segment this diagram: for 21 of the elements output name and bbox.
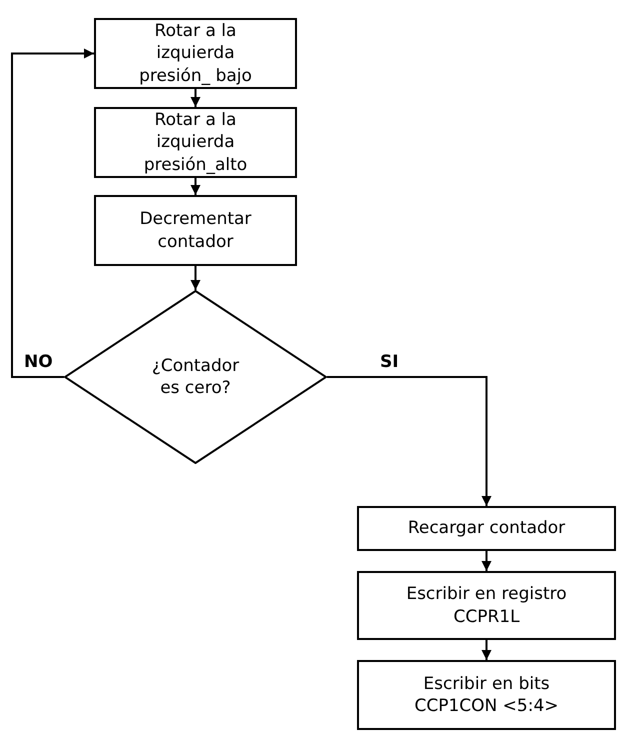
node-text: ¿Contador es cero?: [150, 354, 240, 400]
node-text: Escribir en bits CCP1CON <5:4>: [413, 672, 560, 718]
arrow: [482, 551, 492, 571]
node-text: Decrementar contador: [138, 208, 252, 253]
process-box: [357, 571, 616, 640]
arrow: [327, 376, 492, 506]
process-box: [357, 506, 616, 551]
node-text: Rotar a la izquierda presión_alto: [142, 109, 248, 176]
arrow: [190, 89, 200, 107]
node-text: Rotar a la izquierda presión_ bajo: [138, 20, 253, 87]
arrow: [482, 640, 492, 660]
arrow: [190, 178, 200, 195]
process-box: [94, 18, 297, 89]
node-text: Escribir en registro CCPR1L: [405, 583, 568, 628]
process-box: [94, 195, 297, 266]
process-box: [357, 660, 616, 730]
arrow: [190, 266, 200, 290]
node-text: Recargar contador: [408, 517, 566, 540]
arrow: [11, 48, 94, 378]
process-box: [94, 107, 297, 178]
decision-diamond: [64, 290, 327, 464]
